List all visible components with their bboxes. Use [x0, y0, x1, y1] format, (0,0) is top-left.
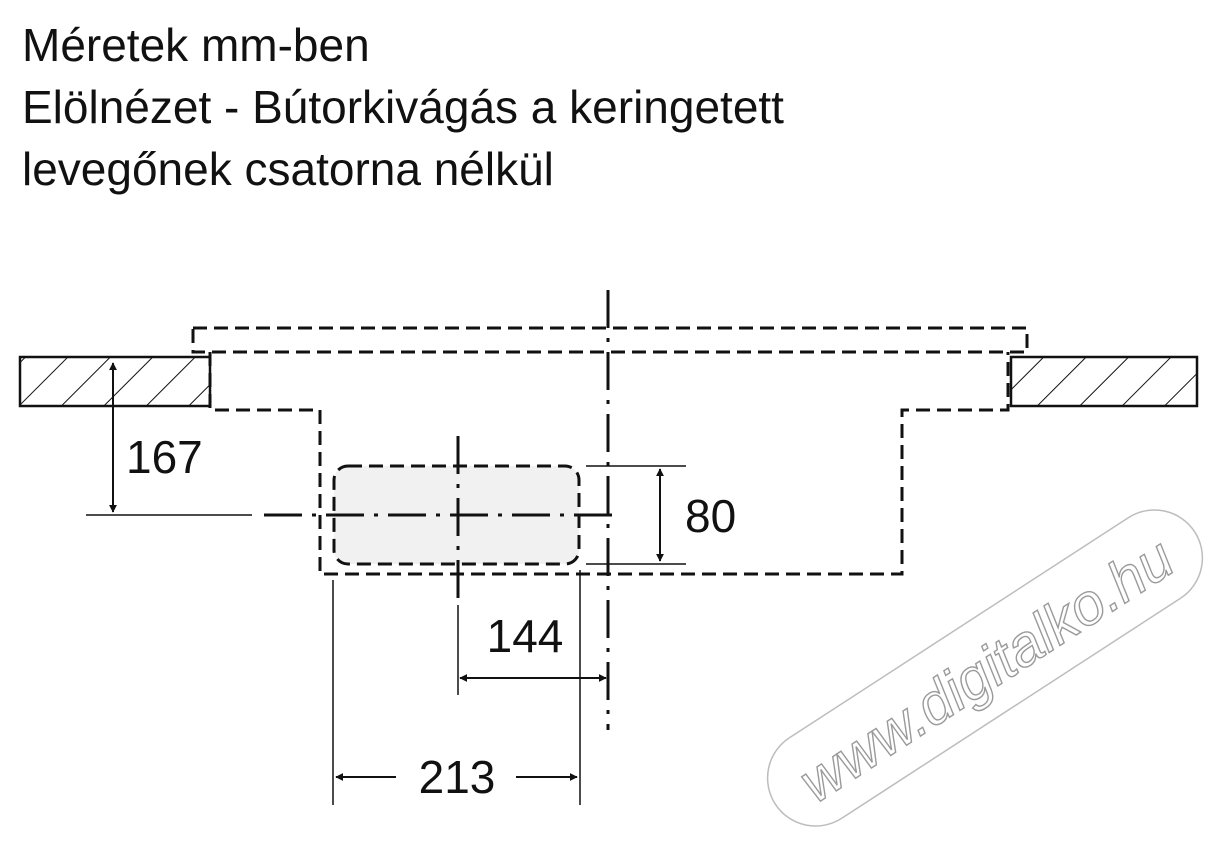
title-line-3: levegőnek csatorna nélkül: [22, 143, 554, 195]
title-block: Méretek mm-ben Elölnézet - Bútorkivágás …: [22, 14, 784, 200]
hob-body-outline: [208, 352, 1010, 576]
dimension-213-label: 213: [419, 751, 496, 803]
worktop-right: [1009, 355, 1199, 408]
watermark: www.digitalko.hu: [766, 509, 1204, 827]
watermark-text: www.digitalko.hu: [788, 525, 1186, 815]
title-line-1: Méretek mm-ben: [22, 19, 370, 71]
watermark-frame: [766, 509, 1204, 827]
title-line-2: Elölnézet - Bútorkivágás a keringetett: [22, 81, 784, 133]
dimension-80-label: 80: [685, 490, 736, 542]
hob-top-frame: [191, 326, 1029, 354]
dimension-167-label: 167: [126, 431, 203, 483]
worktop-left: [18, 355, 212, 408]
dimension-144-label: 144: [487, 610, 564, 662]
